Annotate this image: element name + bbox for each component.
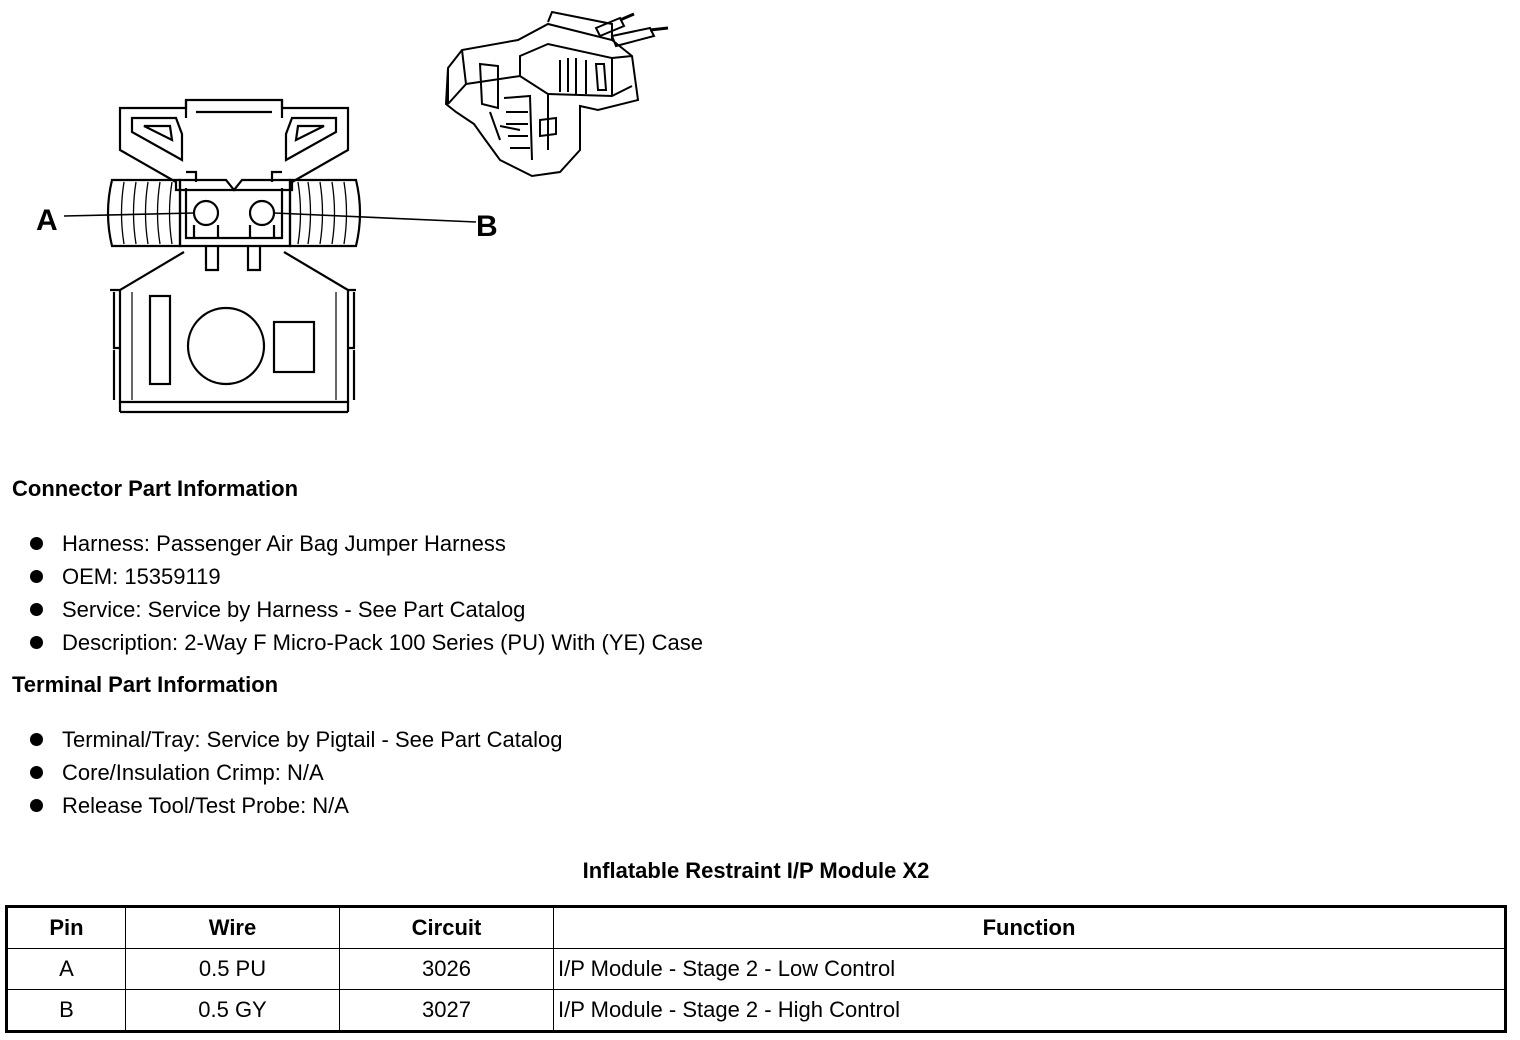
cell-pin: A (6, 948, 126, 990)
connector-part-info-list: Harness: Passenger Air Bag Jumper Harnes… (28, 527, 703, 659)
callout-b: B (476, 210, 498, 243)
cell-circuit: 3027 (339, 989, 554, 1032)
table-row: B 0.5 GY 3027 I/P Module - Stage 2 - Hig… (6, 989, 1506, 1032)
list-item: Service: Service by Harness - See Part C… (28, 593, 703, 626)
connector-3d-view (444, 10, 669, 178)
bullet-icon (30, 603, 43, 616)
cell-circuit: 3026 (339, 948, 554, 990)
list-item-text: Harness: Passenger Air Bag Jumper Harnes… (62, 531, 506, 556)
connector-sleeve (106, 178, 182, 248)
list-item: Release Tool/Test Probe: N/A (28, 789, 563, 822)
list-item: Core/Insulation Crimp: N/A (28, 756, 563, 789)
bullet-icon (30, 570, 43, 583)
column-header-function: Function (553, 906, 1506, 949)
list-item-text: Release Tool/Test Probe: N/A (62, 793, 349, 818)
list-item-text: Core/Insulation Crimp: N/A (62, 760, 324, 785)
cavity-b (248, 199, 276, 227)
cavity-a (192, 199, 220, 227)
connector-diagram: A B (36, 10, 669, 414)
list-item: Harness: Passenger Air Bag Jumper Harnes… (28, 527, 703, 560)
bullet-icon (30, 766, 43, 779)
bullet-icon (30, 537, 43, 550)
list-item: Description: 2-Way F Micro-Pack 100 Seri… (28, 626, 703, 659)
column-header-wire: Wire (125, 906, 340, 949)
cell-function: I/P Module - Stage 2 - Low Control (553, 948, 1506, 990)
list-item: OEM: 15359119 (28, 560, 703, 593)
list-item: Terminal/Tray: Service by Pigtail - See … (28, 723, 563, 756)
list-item-text: Terminal/Tray: Service by Pigtail - See … (62, 727, 563, 752)
pin-table: Pin Wire Circuit Function A 0.5 PU 3026 … (5, 905, 1507, 1033)
connector-part-info-heading: Connector Part Information (12, 476, 299, 501)
table-row: A 0.5 PU 3026 I/P Module - Stage 2 - Low… (6, 948, 1506, 990)
connector-lower-body (118, 251, 350, 404)
cell-function: I/P Module - Stage 2 - High Control (553, 989, 1506, 1032)
list-item-text: Description: 2-Way F Micro-Pack 100 Seri… (62, 630, 703, 655)
callout-a: A (36, 204, 58, 237)
terminal-part-info-heading: Terminal Part Information (12, 672, 279, 697)
table-header-row: Pin Wire Circuit Function (6, 906, 1506, 949)
pin-table-title: Inflatable Restraint I/P Module X2 (582, 858, 930, 883)
cell-pin: B (6, 989, 126, 1032)
cell-wire: 0.5 GY (125, 989, 340, 1032)
bullet-icon (30, 733, 43, 746)
bullet-icon (30, 799, 43, 812)
list-item-text: OEM: 15359119 (62, 564, 221, 589)
cell-wire: 0.5 PU (125, 948, 340, 990)
column-header-pin: Pin (6, 906, 126, 949)
terminal-part-info-list: Terminal/Tray: Service by Pigtail - See … (28, 723, 563, 822)
list-item-text: Service: Service by Harness - See Part C… (62, 597, 526, 622)
bullet-icon (30, 636, 43, 649)
column-header-circuit: Circuit (339, 906, 554, 949)
